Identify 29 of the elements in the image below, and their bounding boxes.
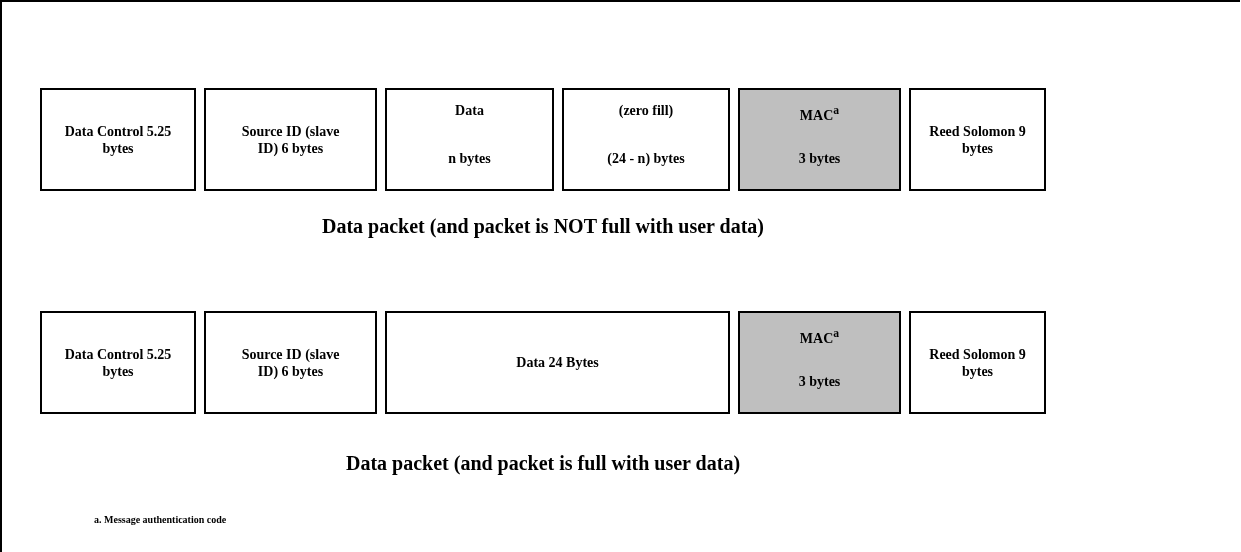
field-label: Data Control 5.25 bytes (63, 122, 173, 157)
field-label: (zero fill) (618, 102, 674, 119)
field-label: MAC$^{a}$ (799, 103, 840, 124)
field-label: Data Control 5.25 bytes (63, 345, 173, 380)
field-label: Reed Solomon 9 bytes (928, 345, 1027, 380)
packet-field-box (738, 88, 901, 191)
footnote: a. Message authentication code (94, 514, 227, 525)
field-label: MAC$^{a}$ (799, 326, 840, 347)
field-label: 3 bytes (798, 150, 841, 167)
packet-field-box (562, 88, 730, 191)
field-label: Data (455, 102, 484, 119)
field-label: Source ID (slave ID) 6 bytes (240, 345, 341, 380)
field-label: Data 24 Bytes (516, 354, 599, 371)
packet-field-box (385, 311, 730, 414)
field-label: 3 bytes (798, 373, 841, 390)
field-label: Source ID (slave ID) 6 bytes (240, 122, 341, 157)
packet-field-box (909, 88, 1046, 191)
packet-field-box (40, 311, 196, 414)
field-label: n bytes (448, 150, 491, 167)
packet-field-box (385, 88, 554, 191)
packet-field-box (204, 88, 377, 191)
packet-field-box (738, 311, 901, 414)
packet-field-box (204, 311, 377, 414)
field-label: Reed Solomon 9 bytes (928, 122, 1027, 157)
packet-field-box (909, 311, 1046, 414)
packet-caption: Data packet (and packet is full with user data) (345, 452, 741, 475)
field-label: (24 - n) bytes (607, 150, 685, 167)
packet-field-box (40, 88, 196, 191)
packet-caption: Data packet (and packet is NOT full with user data) (321, 215, 765, 238)
